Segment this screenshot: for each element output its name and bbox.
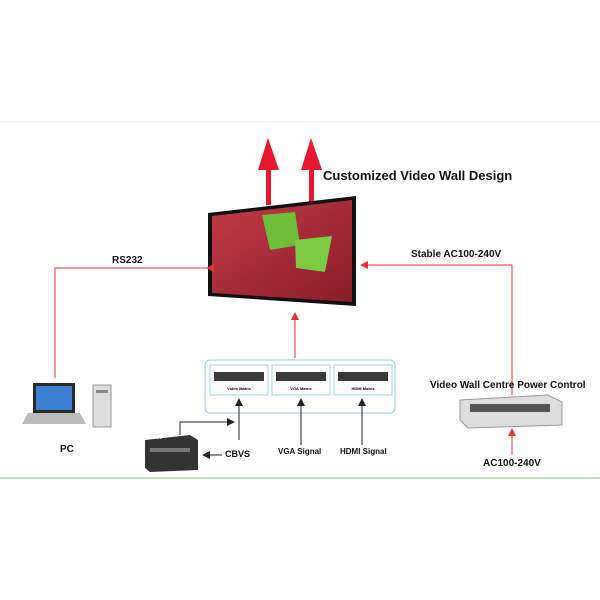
- up-arrow-icon: [301, 138, 322, 205]
- rs232-line: [54, 267, 210, 378]
- matrix-boxes: [209, 364, 393, 396]
- dvr-icon: [145, 435, 198, 472]
- up-arrow-icon: [258, 138, 279, 205]
- cbvs-label: CBVS: [225, 449, 251, 459]
- stable-power-label: Stable AC100-240V: [411, 249, 502, 260]
- dvr-label: DVR: [147, 434, 162, 441]
- vga-signal-label: VGA Signal: [278, 447, 322, 456]
- pc-label: PC: [60, 444, 74, 455]
- desktop-tower-icon: [92, 384, 112, 428]
- power-line: [360, 261, 513, 395]
- matrix-device-icons: [214, 372, 388, 381]
- power-control-label: Video Wall Centre Power Control: [430, 380, 586, 391]
- power-control-unit-icon: [459, 394, 563, 429]
- video-matrix-label: Video Matrix: [227, 386, 251, 391]
- vga-matrix-label: VGA Matrix: [290, 386, 312, 391]
- hdmi-matrix-label: HDMI Matrix: [351, 386, 375, 391]
- matrix-group: [204, 359, 396, 414]
- ac-input-label: AC100-240V: [483, 458, 541, 469]
- signal-arrows: [179, 398, 366, 459]
- rs232-label: RS232: [112, 255, 143, 266]
- laptop-icon: [22, 383, 86, 424]
- video-wall-screen: [208, 196, 356, 306]
- diagram-title: Customized Video Wall Design: [323, 168, 513, 183]
- hdmi-signal-label: HDMI Signal: [340, 447, 387, 456]
